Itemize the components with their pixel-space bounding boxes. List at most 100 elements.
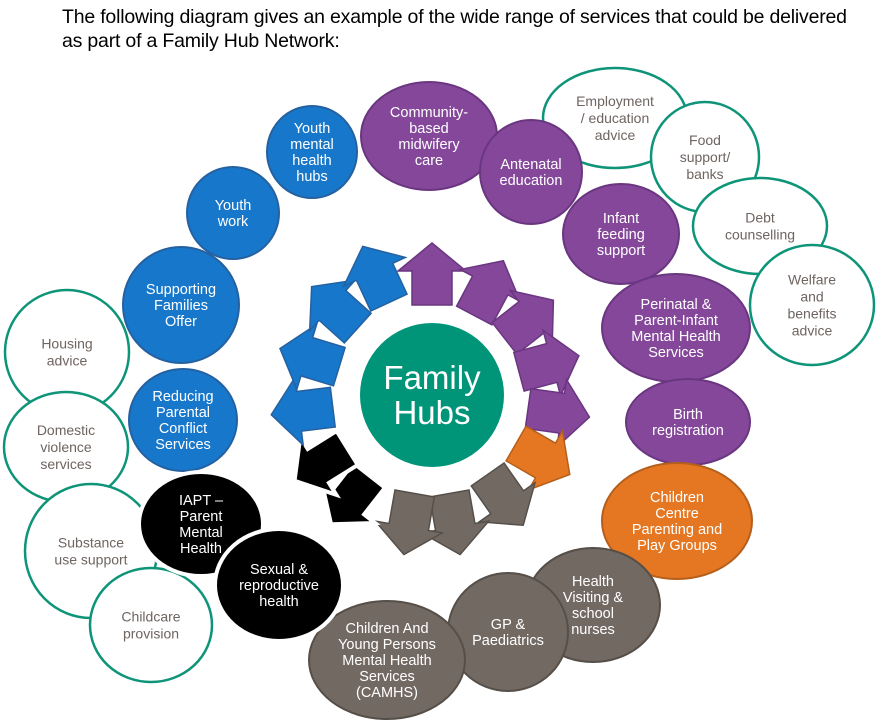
service-gp-paediatrics: GP &Paediatrics [447,572,569,692]
service-label-line: Children [650,490,704,506]
service-label-line: nurses [571,622,615,638]
service-label-line: midwifery [398,137,460,153]
arrow-black-10 [292,428,361,499]
service-label-line: Mental Health [342,653,431,669]
service-label-line: and [800,288,823,304]
service-label-line: Paediatrics [472,633,544,649]
service-label-line: Services [155,437,211,453]
arrow-purple-0 [395,242,469,306]
service-label-line: Welfare [788,271,836,287]
service-label-line: Substance [58,534,124,550]
service-label-line: based [409,121,449,137]
arrow-grey-6 [470,461,537,527]
service-label-line: Employment [576,93,654,109]
service-label-line: Housing [41,335,92,351]
service-label-line: Young Persons [338,637,436,653]
service-label-line: / education [581,110,650,126]
service-bubble [308,600,466,720]
service-label-line: Health [572,574,614,590]
service-label-line: counselling [725,226,795,242]
service-label-line: health [259,594,299,610]
service-label-line: banks [686,166,723,182]
service-label-line: Mental Health [631,329,720,345]
service-label-line: Childcare [121,608,180,624]
arrows-layer [270,242,591,556]
service-bubble [748,243,876,367]
service-label-line: hubs [296,169,327,185]
service-bubble [128,368,238,472]
service-label-line: Infant [603,211,639,227]
service-label-line: registration [652,423,724,439]
service-label-line: Offer [165,314,197,330]
service-label-line: GP & [491,617,526,633]
service-label-line: Perinatal & [641,297,712,313]
service-label-line: work [217,214,249,230]
service-label-line: Sexual & [250,562,308,578]
service-bubble [186,166,280,260]
service-label-line: benefits [787,305,836,321]
service-label-line: use support [54,551,127,567]
hub-label-line-1: Family [383,359,481,396]
service-label-line: mental [290,137,334,153]
service-bubble [88,566,214,684]
hub-label-line-2: Hubs [393,394,470,431]
service-label-line: school [572,606,614,622]
service-label-line: Reducing [152,389,213,405]
service-label-line: provision [123,625,179,641]
service-label-line: Mental [179,525,223,541]
service-label-line: Services [359,669,415,685]
arrow-blue-13 [308,279,373,345]
service-label-line: Parent-Infant [634,313,718,329]
service-label-line: health [292,153,332,169]
family-hubs-center: Family Hubs [360,323,504,467]
service-label-line: reproductive [239,578,319,594]
service-label-line: Debt [745,209,775,225]
service-label-line: Visiting & [563,590,624,606]
service-label-line: Parent [180,509,223,525]
service-label-line: advice [792,322,833,338]
service-label-line: support [597,243,645,259]
service-label-line: Parenting and [632,522,722,538]
service-label-line: Families [154,298,208,314]
arrow-grey-8 [373,489,445,556]
service-label-line: Centre [655,506,699,522]
service-label-line: support/ [680,149,731,165]
service-label-line: violence [40,439,92,455]
service-label-line: advice [47,352,88,368]
service-label-line: Play Groups [637,538,717,554]
service-bubble [122,246,240,364]
service-bubble [266,105,358,199]
service-bubble [562,183,680,285]
service-label-line: Parental [156,405,210,421]
arrow-orange-5 [505,425,571,492]
service-label-line: Children And [345,621,428,637]
service-label-line: Health [180,541,222,557]
arrow-purple-3 [512,328,580,399]
hub-circle [360,323,504,467]
service-label-line: advice [595,127,636,143]
service-label-line: services [40,456,91,472]
arrow-blue-11 [270,375,337,448]
service-label-line: feeding [597,227,645,243]
service-label-line: Youth [215,198,252,214]
service-label-line: (CAMHS) [356,685,418,701]
service-label-line: Antenatal [500,157,561,173]
service-label-line: Birth [673,407,703,423]
service-bubble [479,119,583,225]
service-bubble [601,462,753,580]
service-label-line: Community- [390,105,468,121]
